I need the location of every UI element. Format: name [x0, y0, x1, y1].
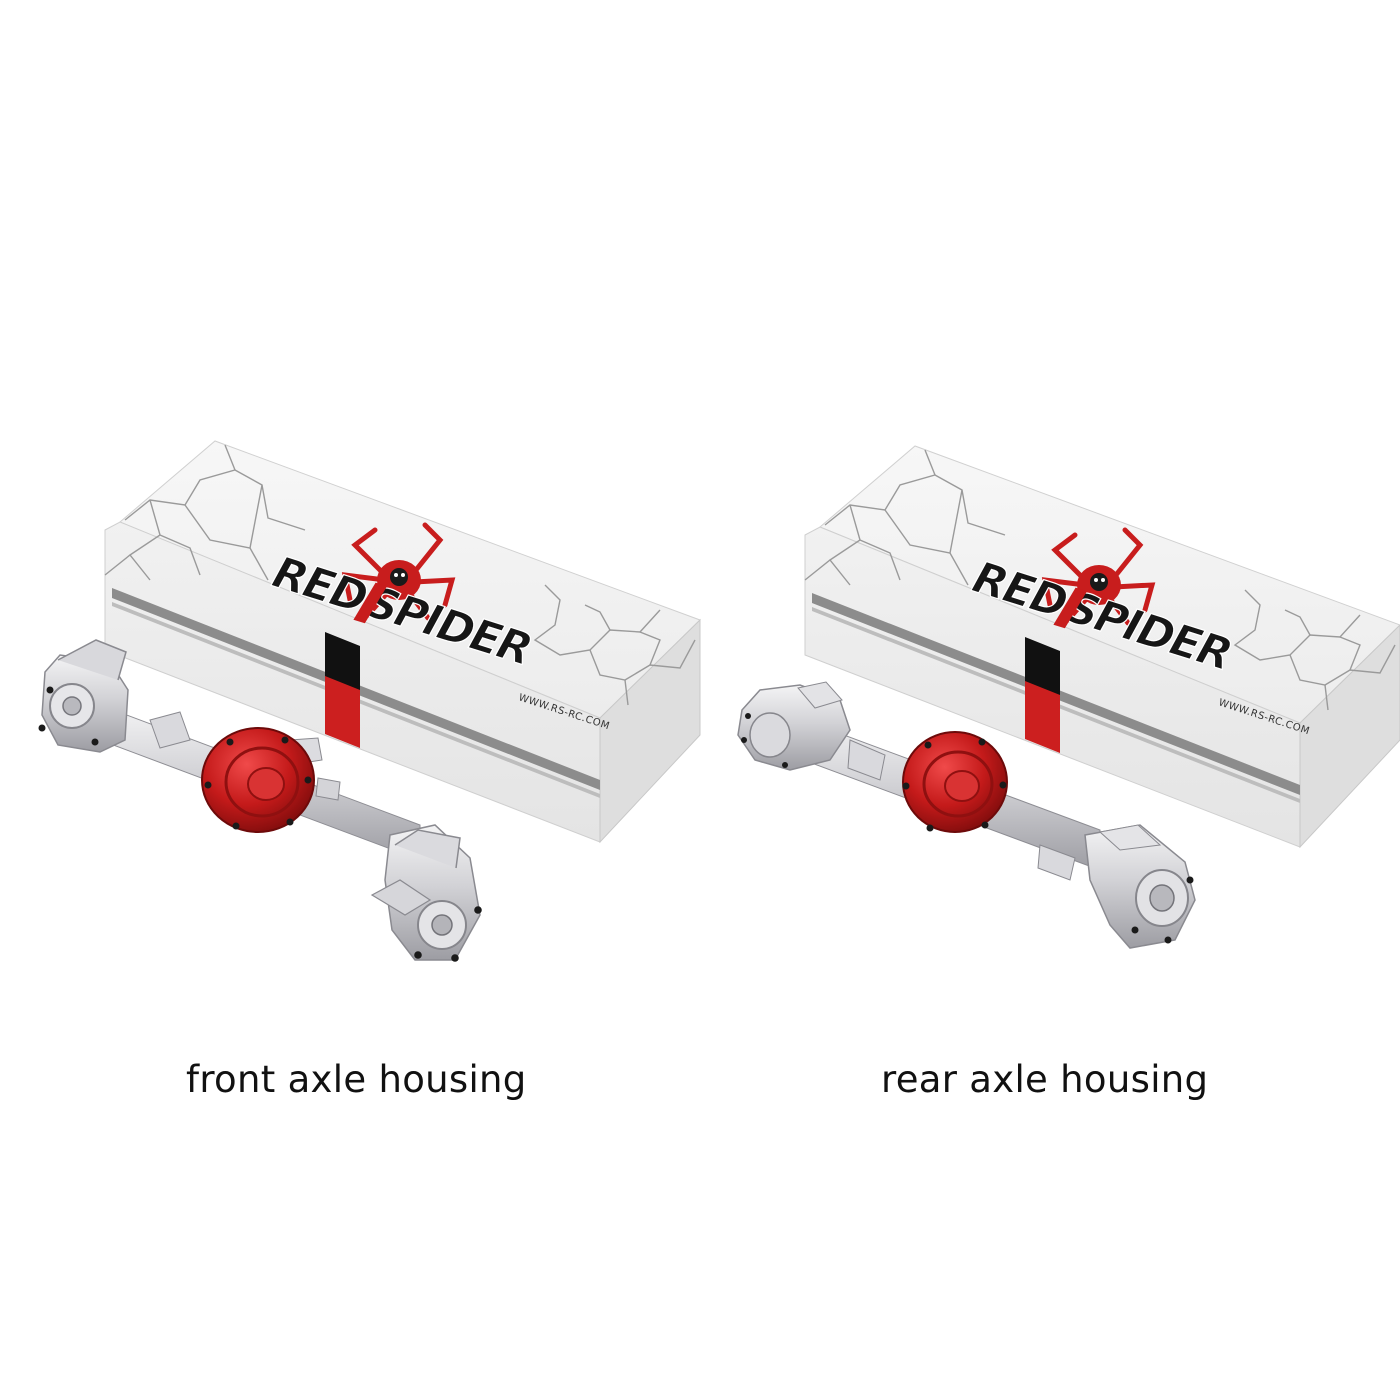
rear-product-group: [736, 446, 1400, 950]
rear-axle-caption: rear axle housing: [881, 1058, 1209, 1101]
front-axle-caption: front axle housing: [186, 1058, 527, 1101]
front-product-group: [37, 441, 701, 964]
front-product-box: [105, 441, 700, 842]
